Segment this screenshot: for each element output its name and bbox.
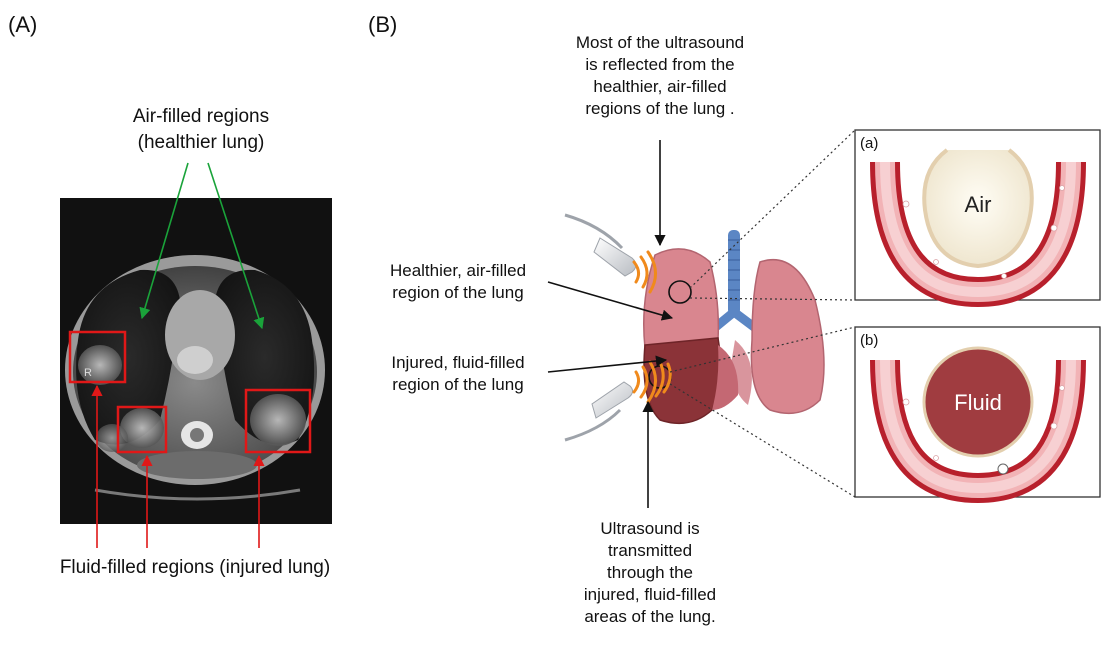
air-label: Air bbox=[965, 192, 992, 217]
inset-a-tag: (a) bbox=[860, 135, 878, 152]
transmission-label: Ultrasound is transmitted through the in… bbox=[560, 518, 740, 628]
inset-fluid: Fluid bbox=[855, 327, 1100, 497]
injured-region-label: Injured, fluid-filled region of the lung bbox=[368, 352, 548, 396]
inset-air: Air bbox=[855, 130, 1100, 300]
ultrasound-probe-bottom bbox=[565, 382, 633, 440]
trachea bbox=[712, 230, 758, 330]
ultrasound-probe-top bbox=[565, 215, 636, 276]
healthy-region-label: Healthier, air-filled region of the lung bbox=[368, 260, 548, 304]
ct-side-marker: R bbox=[84, 367, 92, 379]
fluid-label: Fluid bbox=[954, 390, 1002, 415]
air-regions-label: Air-filled regions (healthier lung) bbox=[106, 104, 296, 156]
right-lung bbox=[751, 260, 824, 414]
fluid-regions-label: Fluid-filled regions (injured lung) bbox=[30, 557, 360, 579]
reflection-label: Most of the ultrasound is reflected from… bbox=[560, 32, 760, 120]
inset-b-tag: (b) bbox=[860, 332, 878, 349]
ct-scan-image: R bbox=[60, 198, 332, 524]
